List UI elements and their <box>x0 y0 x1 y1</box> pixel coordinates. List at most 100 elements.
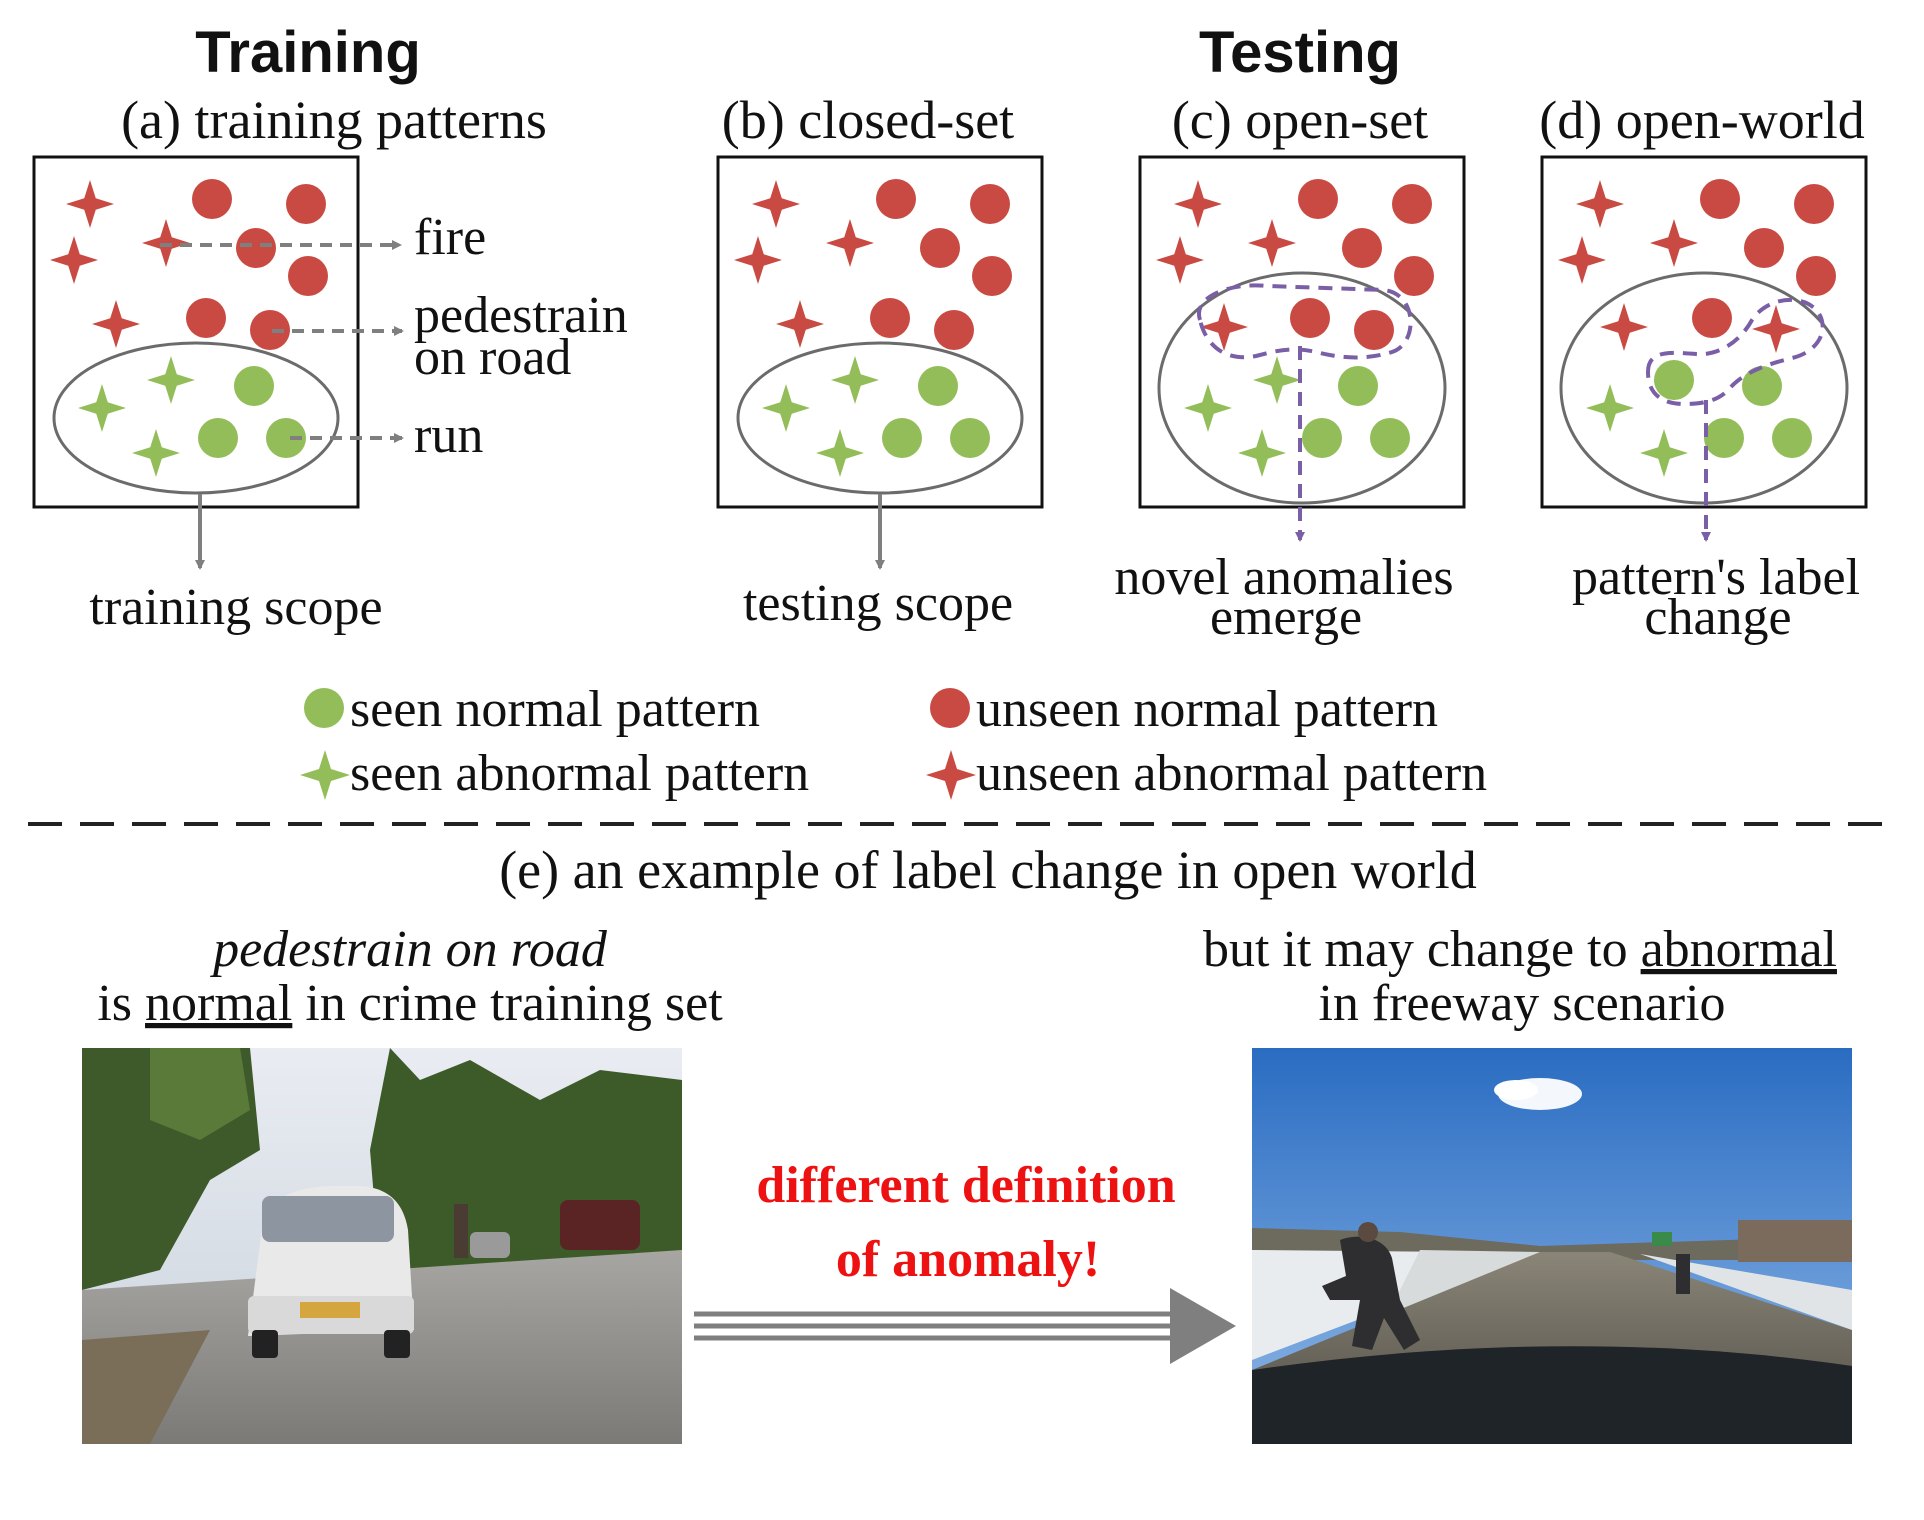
red-star-icon <box>50 236 98 284</box>
training-scope-label: training scope <box>89 579 382 636</box>
red-star-icon <box>1156 236 1204 284</box>
green-circle-icon <box>234 366 274 406</box>
right-caption-line2: in freeway scenario <box>1318 975 1725 1032</box>
label-change-label-line1: pattern's label <box>1572 549 1860 606</box>
green-star-icon <box>147 356 195 404</box>
panel-a-title: (a) training patterns <box>121 90 547 150</box>
red-circle-icon <box>1794 184 1834 224</box>
different-definition-line1: different definition <box>756 1157 1175 1214</box>
legend-seen-normal: seen normal pattern <box>350 681 760 738</box>
transition-arrow <box>694 1288 1236 1364</box>
green-circle-icon <box>1370 418 1410 458</box>
street-photo <box>82 1048 682 1444</box>
pedestrian-head <box>1358 1222 1378 1242</box>
pedestrian-label-line1: pedestrain <box>414 287 628 344</box>
red-circle-icon <box>930 688 970 728</box>
red-circle-icon <box>934 310 974 350</box>
green-star-icon <box>78 384 126 432</box>
legend-seen-abnormal: seen abnormal pattern <box>350 745 809 802</box>
red-star-icon <box>1248 219 1296 267</box>
red-circle-icon <box>1354 310 1394 350</box>
green-star-icon <box>762 384 810 432</box>
red-circle-icon <box>286 184 326 224</box>
red-circle-icon <box>972 256 1012 296</box>
left-caption-line2: is normal in crime training set <box>97 975 723 1032</box>
red-star-icon <box>66 180 114 228</box>
red-circle-icon <box>192 179 232 219</box>
panel-b-scope-ellipse <box>736 341 1024 495</box>
red-star-icon <box>1650 219 1698 267</box>
red-star-icon <box>1200 303 1248 351</box>
green-star-icon <box>1238 429 1286 477</box>
red-circle-icon <box>1394 256 1434 296</box>
red-circle-icon <box>288 256 328 296</box>
green-star-icon <box>1184 384 1232 432</box>
green-circle-icon <box>1302 418 1342 458</box>
panel-a: fire pedestrain on road run training sco… <box>32 155 628 636</box>
legend-unseen-normal: unseen normal pattern <box>976 681 1438 738</box>
testing-scope-label: testing scope <box>743 575 1013 632</box>
red-star-icon <box>1600 303 1648 351</box>
novel-anomaly-region <box>1196 283 1413 360</box>
training-header: Training <box>195 20 421 85</box>
left-caption-normal: normal <box>145 975 292 1032</box>
red-circle-icon <box>186 298 226 338</box>
red-circle-icon <box>1796 256 1836 296</box>
panel-b: testing scope <box>716 155 1044 632</box>
fire-label: fire <box>414 209 486 266</box>
example-title: (e) an example of label change in open w… <box>499 840 1477 900</box>
freeway-photo <box>1252 1048 1852 1444</box>
green-star-icon <box>831 356 879 404</box>
red-circle-icon <box>870 298 910 338</box>
novel-anomalies-label-line2: emerge <box>1210 589 1362 646</box>
panel-d-title: (d) open-world <box>1539 90 1864 150</box>
left-caption-line1: pedestrain on road <box>209 921 608 978</box>
panel-d: pattern's label change <box>1540 155 1868 646</box>
red-star-icon <box>926 750 976 800</box>
green-circle-icon <box>304 688 344 728</box>
red-star-icon <box>826 219 874 267</box>
red-circle-icon <box>1700 179 1740 219</box>
green-circle-icon <box>918 366 958 406</box>
legend-unseen-abnormal: unseen abnormal pattern <box>976 745 1487 802</box>
green-circle-icon <box>1338 366 1378 406</box>
red-star-icon <box>92 300 140 348</box>
red-circle-icon <box>876 179 916 219</box>
panel-a-scope-ellipse <box>52 341 340 495</box>
red-star-icon <box>734 236 782 284</box>
green-circle-icon <box>266 418 306 458</box>
novel-anomalies-label-line1: novel anomalies <box>1114 549 1453 606</box>
red-circle-icon <box>1342 228 1382 268</box>
red-circle-icon <box>920 228 960 268</box>
red-star-icon <box>776 300 824 348</box>
green-circle-icon <box>950 418 990 458</box>
panel-d-frame <box>1540 155 1868 509</box>
green-star-icon <box>132 429 180 477</box>
red-star-icon <box>1576 180 1624 228</box>
panel-b-title: (b) closed-set <box>722 90 1014 150</box>
green-circle-icon <box>882 418 922 458</box>
label-change-region <box>1645 297 1825 407</box>
red-circle-icon <box>1692 298 1732 338</box>
red-circle-icon <box>250 310 290 350</box>
right-caption-abnormal: abnormal <box>1641 921 1837 978</box>
red-star-icon <box>1558 236 1606 284</box>
legend: seen normal pattern unseen normal patter… <box>300 681 1487 802</box>
red-circle-icon <box>1298 179 1338 219</box>
panel-c-title: (c) open-set <box>1172 90 1428 150</box>
green-star-icon <box>1253 356 1301 404</box>
green-circle-icon <box>1772 418 1812 458</box>
green-circle-icon <box>198 418 238 458</box>
red-circle-icon <box>1392 184 1432 224</box>
run-label: run <box>414 407 483 464</box>
left-caption-suffix: in crime training set <box>292 975 723 1032</box>
green-star-icon <box>1640 429 1688 477</box>
right-caption-prefix: but it may change to <box>1203 921 1641 978</box>
green-star-icon <box>1586 384 1634 432</box>
red-circle-icon <box>970 184 1010 224</box>
different-definition-line2: of anomaly! <box>836 1231 1100 1288</box>
left-caption-prefix: is <box>97 975 145 1032</box>
right-caption-line1: but it may change to abnormal <box>1203 921 1837 978</box>
testing-header: Testing <box>1199 20 1401 85</box>
